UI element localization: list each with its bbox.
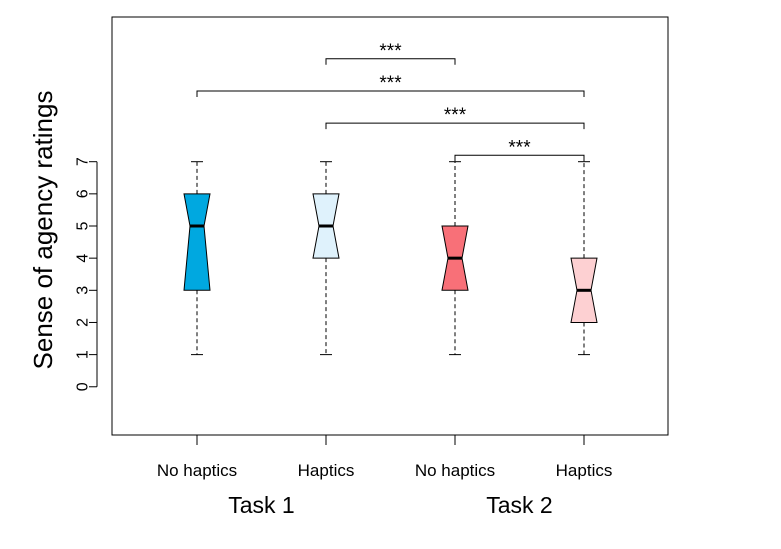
y-axis: 0 1 2 3 4 5 6 7 (75, 157, 98, 391)
significance-label: *** (379, 73, 402, 94)
x-category-label: No haptics (157, 461, 237, 480)
significance-label: *** (444, 105, 467, 126)
y-axis-label: Sense of agency ratings (28, 91, 58, 370)
plot-frame (111, 16, 669, 436)
y-tick-label: 0 (75, 382, 92, 391)
box-body (183, 193, 211, 291)
x-group-label: Task 2 (486, 492, 552, 518)
boxes (183, 161, 598, 356)
box-4 (570, 161, 598, 356)
x-category-label: No haptics (415, 461, 495, 480)
box-1 (183, 161, 211, 356)
x-category-label: Haptics (298, 461, 355, 480)
bracket-line (454, 154, 585, 162)
box-3 (441, 161, 469, 356)
significance-brackets: *** *** *** *** (196, 41, 585, 162)
y-tick-label: 6 (75, 189, 92, 198)
y-tick-label: 5 (75, 221, 92, 230)
x-group-label: Task 1 (228, 492, 294, 518)
significance-bracket: *** (454, 137, 585, 162)
significance-bracket: *** (325, 41, 456, 65)
y-tick-label: 7 (75, 157, 92, 166)
y-tick-label: 1 (75, 350, 92, 359)
box-2 (312, 161, 340, 356)
x-category-label: Haptics (556, 461, 613, 480)
y-tick-label: 3 (75, 286, 92, 295)
significance-label: *** (508, 137, 531, 158)
bracket-line (325, 58, 456, 65)
significance-label: *** (379, 41, 402, 62)
y-tick-label: 2 (75, 318, 92, 327)
bracket-line (196, 90, 585, 97)
significance-bracket: *** (196, 73, 585, 97)
significance-bracket: *** (325, 105, 585, 130)
y-tick-label: 4 (75, 254, 92, 263)
bracket-line (325, 122, 585, 130)
